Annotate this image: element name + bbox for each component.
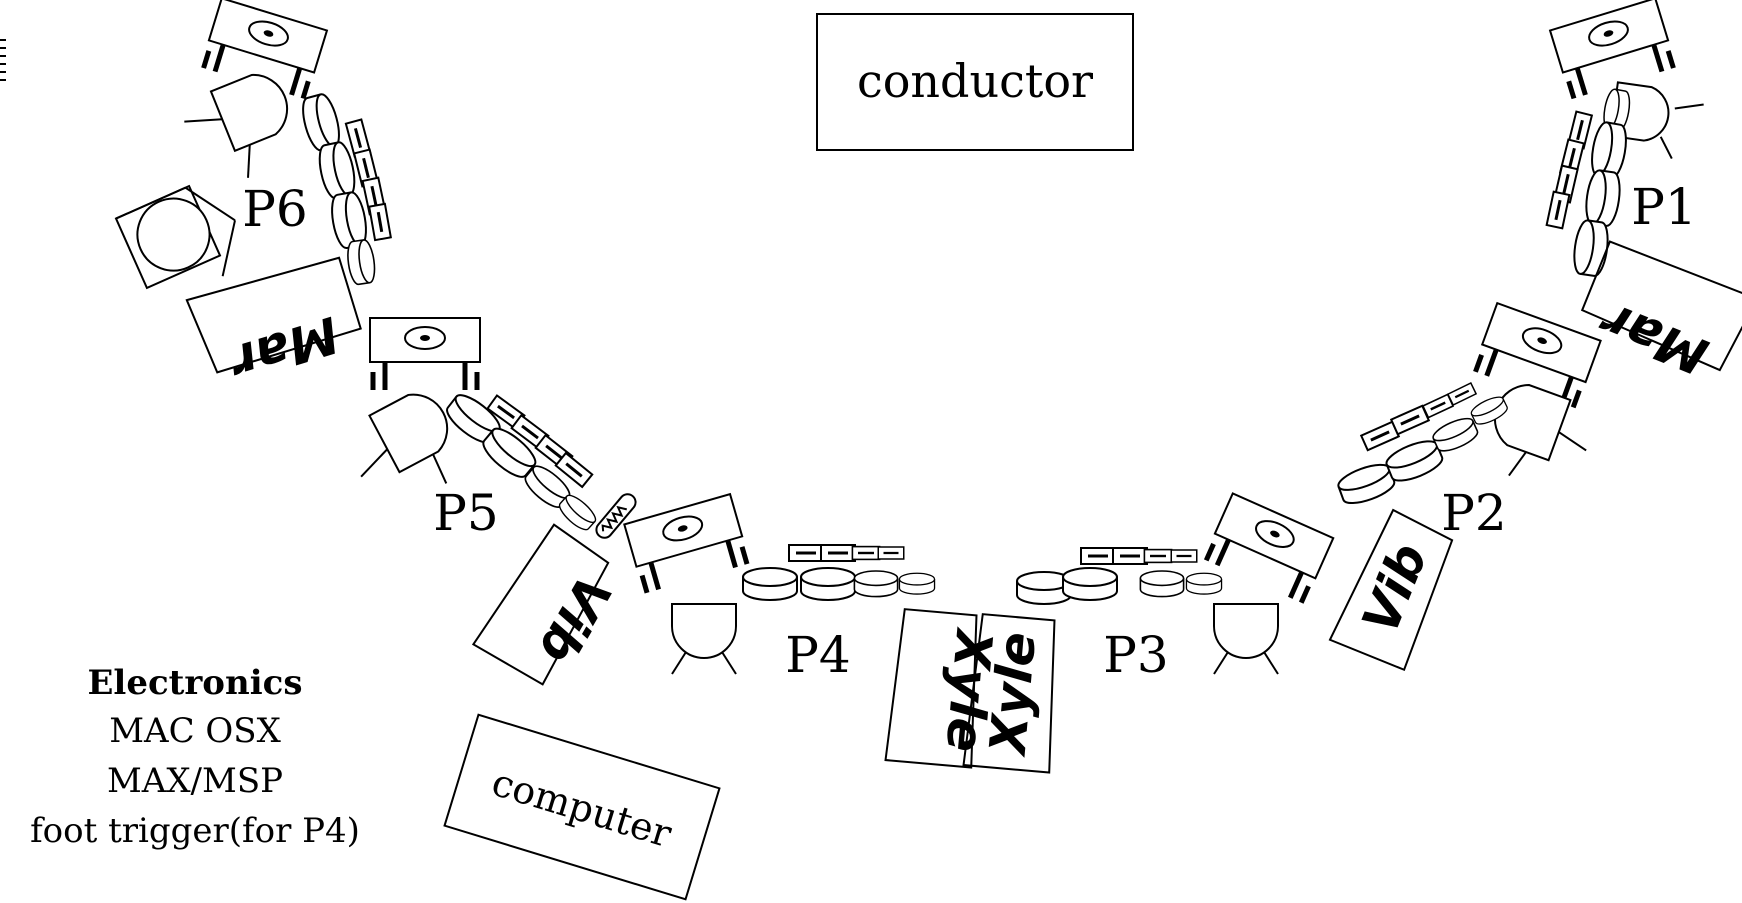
computer-label: computer (487, 760, 677, 856)
player-label-p5: P5 (433, 484, 498, 542)
drums-p4 (742, 567, 936, 601)
music-stand-p3 (1203, 493, 1333, 604)
gong-p6 (114, 184, 236, 290)
electronics-line: MAC OSX (109, 711, 281, 751)
marimba-p6: Mar (185, 256, 362, 393)
conductor-label: conductor (857, 54, 1093, 108)
music-stand-p4 (624, 494, 750, 594)
xylophone-p4: Xyle (884, 608, 1004, 769)
player-station-p3: P3 (1016, 493, 1333, 684)
player-label-p2: P2 (1441, 484, 1506, 542)
bass-drum-p4 (671, 603, 737, 675)
bass-drum-p6 (184, 73, 289, 178)
bass-drum-p2 (1494, 384, 1587, 477)
electronics-heading: Electronics (88, 663, 303, 703)
xylophone-p3: Xyle (962, 613, 1056, 774)
player-station-p6: P6 (114, 0, 393, 290)
vibraphone-p2: Vib (1328, 508, 1454, 672)
blocks-p4 (787, 543, 905, 563)
player-label-p3: P3 (1103, 626, 1168, 684)
bass-drum-p5 (360, 393, 449, 484)
blocks-p3 (1079, 546, 1198, 566)
player-label-p1: P1 (1631, 178, 1696, 236)
player-station-p5: P5 (360, 318, 637, 542)
xylophone-label-p3: Xyle (979, 630, 1048, 760)
vibraphone-p5: Vib (471, 523, 623, 686)
conductor-box: conductor (816, 13, 1134, 151)
vibraphone-label-p2: Vib (1351, 535, 1439, 641)
electronics-line: MAX/MSP (107, 761, 283, 801)
player-station-p2: P2 (1334, 303, 1600, 542)
guiro-p5 (595, 493, 637, 539)
marimba-label-p6: Mar (222, 305, 346, 393)
blocks-p1 (1545, 110, 1594, 230)
player-label-p6: P6 (242, 180, 307, 238)
vibraphone-label-p5: Vib (527, 566, 623, 674)
player-station-p4: P4 (624, 494, 936, 684)
electronics-line: foot trigger(for P4) (30, 811, 360, 851)
electronics-notes: Electronics MAC OSX MAX/MSP foot trigger… (30, 663, 360, 851)
music-stand-p5 (370, 318, 480, 390)
marimba-label-p1: Mar (1591, 290, 1716, 386)
music-stand-p1 (1550, 0, 1676, 99)
player-station-p1: P1 (1545, 0, 1704, 279)
xylophone-label-p4: Xyle (935, 625, 1004, 755)
drums-p3 (1016, 567, 1223, 605)
player-label-p4: P4 (785, 626, 850, 684)
corner-ticks (0, 39, 6, 81)
computer-box: computer (443, 713, 721, 901)
bass-drum-p3 (1213, 603, 1279, 675)
